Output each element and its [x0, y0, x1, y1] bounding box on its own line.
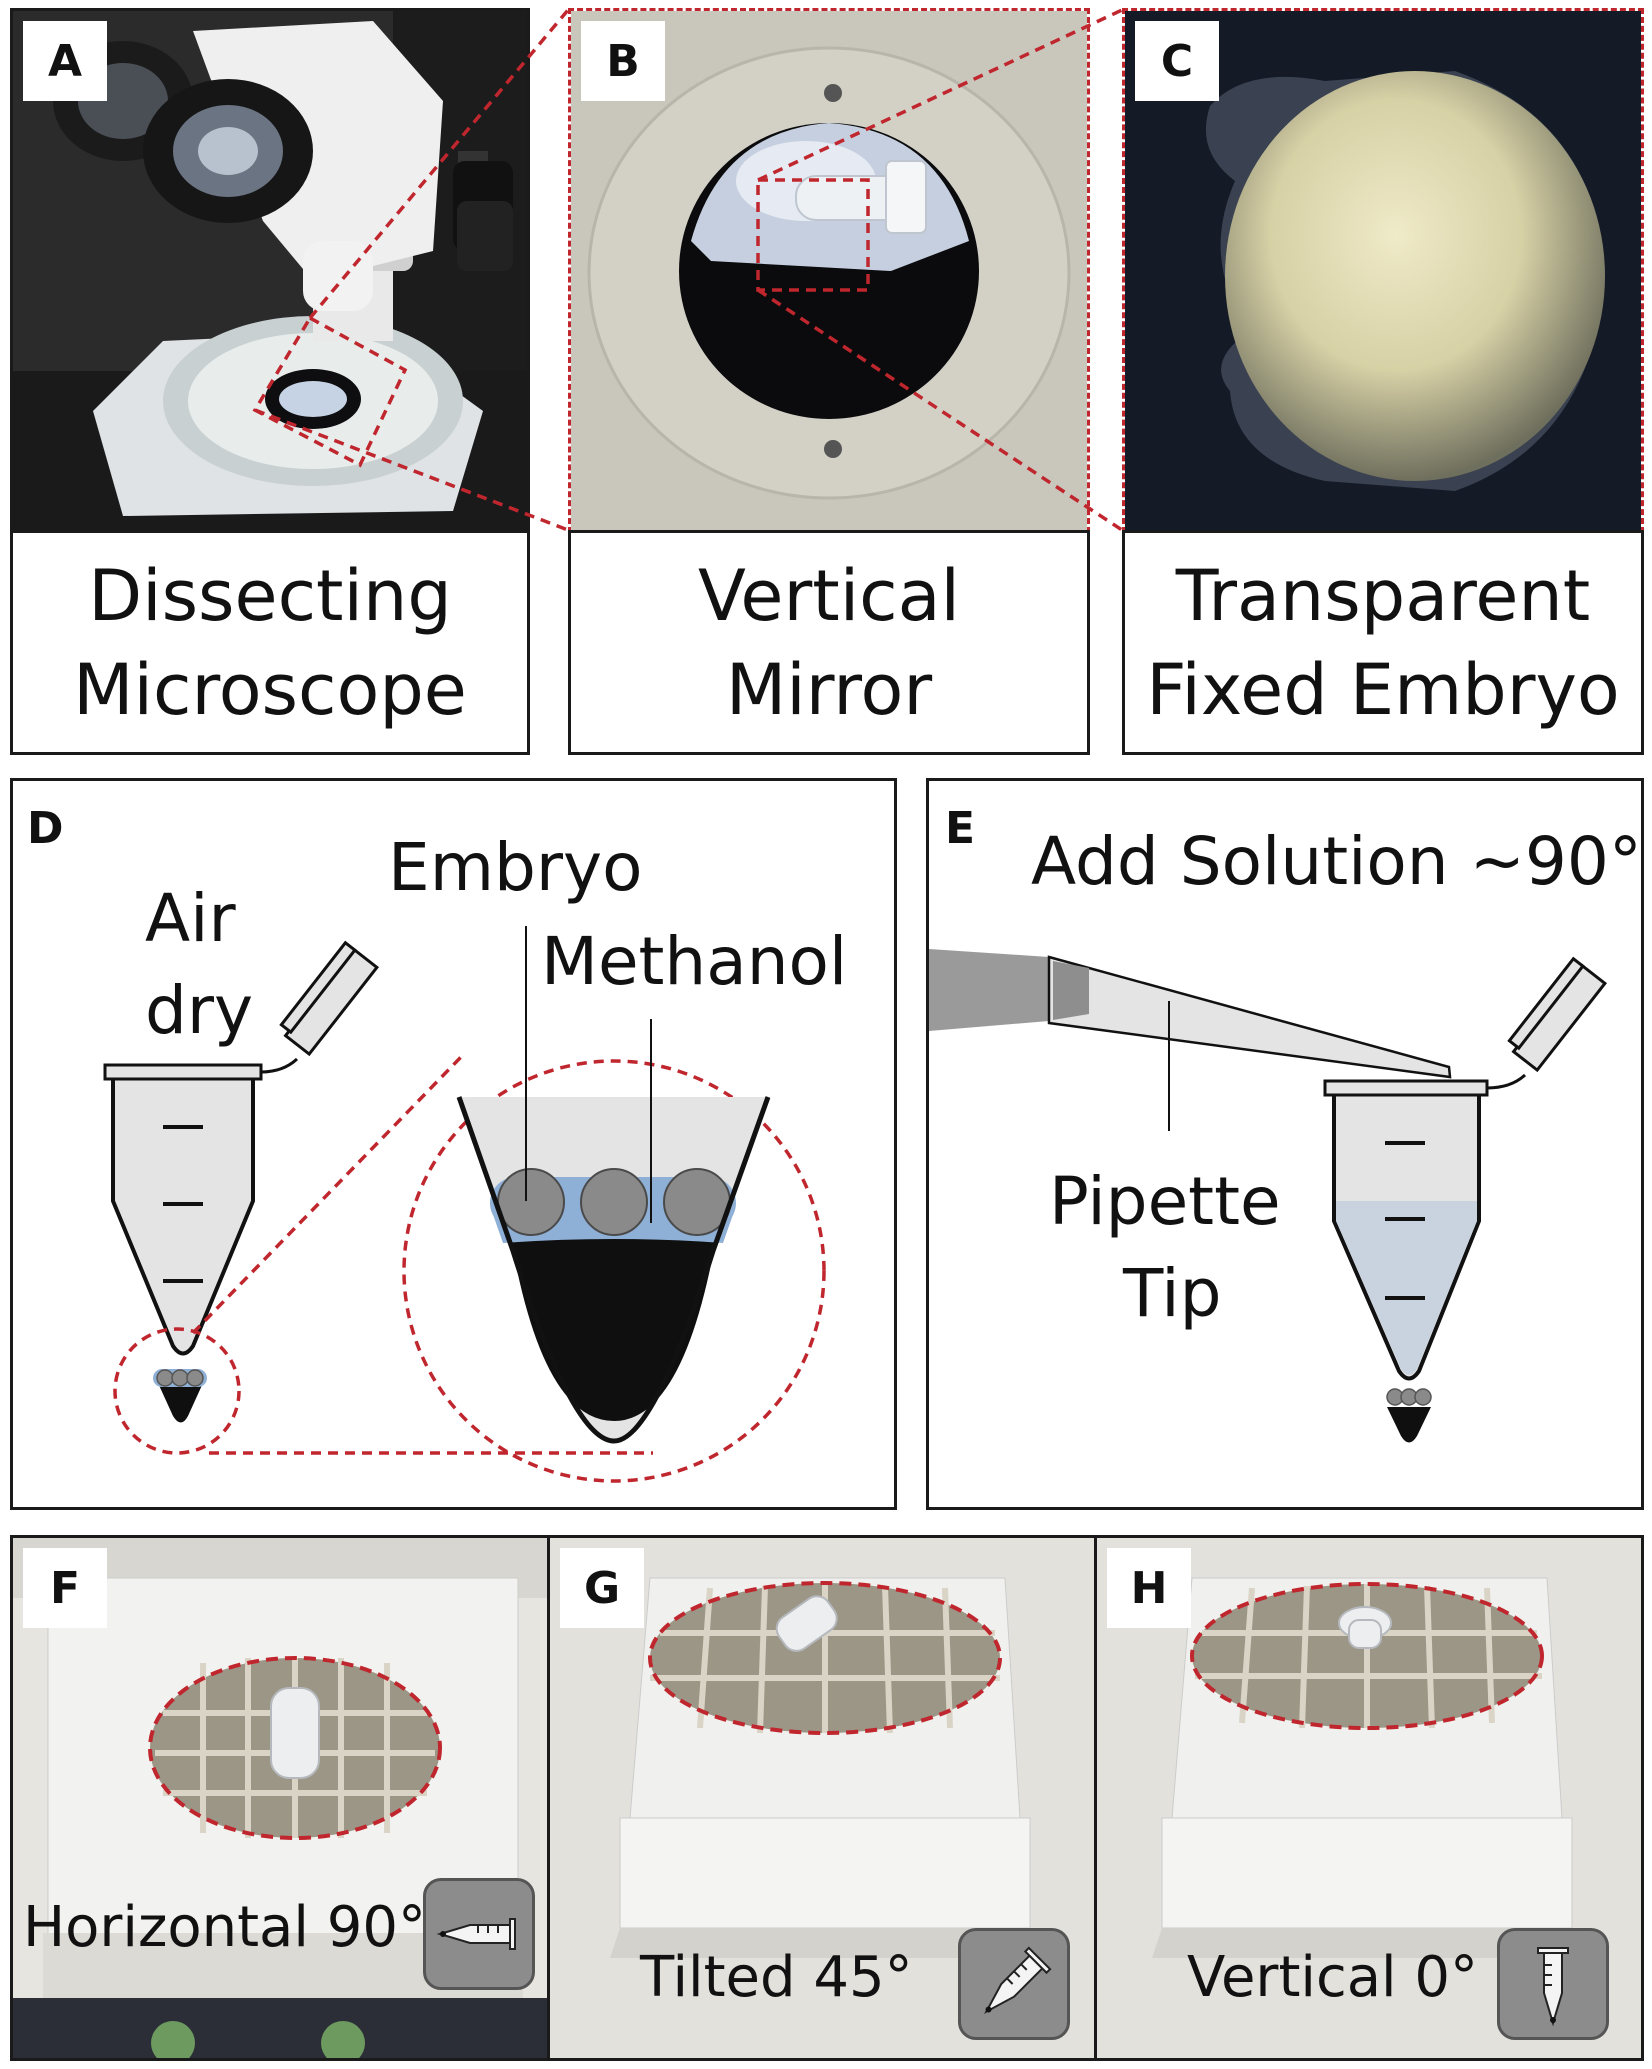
panel-a-caption: Dissecting Microscope	[10, 530, 530, 755]
panel-d: D Air dry Embryo Methanol	[10, 778, 897, 1510]
panel-c-tag: C	[1135, 21, 1219, 101]
panel-h-photo: H Vertical 0°	[1094, 1535, 1644, 2061]
tube-vertical-icon	[1497, 1928, 1609, 2040]
panel-b-photo: B	[568, 8, 1090, 533]
panel-c-caption-line1: Transparent	[1175, 554, 1591, 637]
tube-diagram	[103, 926, 826, 1483]
panel-c-caption: Transparent Fixed Embryo	[1122, 530, 1644, 755]
panel-b-caption-line2: Mirror	[725, 648, 933, 731]
panel-e-tag: E	[945, 803, 976, 854]
tube-tilted-icon	[983, 1946, 1052, 2015]
dry-label: dry	[145, 972, 254, 1049]
tilted-45-label: Tilted 45°	[640, 1945, 913, 2010]
panel-e: E Add Solution ~90° Pipette Tip	[926, 778, 1644, 1510]
panel-b-tag: B	[581, 21, 665, 101]
pipette-label: Pipette	[1049, 1163, 1281, 1240]
box-horizontal-photo	[13, 1538, 547, 2058]
add-solution-title: Add Solution ~90°	[1031, 823, 1642, 900]
pipette-diagram	[929, 949, 1608, 1443]
panel-f-tag: F	[23, 1548, 107, 1628]
panel-c-photo: C	[1122, 8, 1644, 533]
vertical-0-label: Vertical 0°	[1187, 1945, 1479, 2010]
panel-a-caption-line1: Dissecting	[88, 554, 452, 637]
panel-c-caption-line2: Fixed Embryo	[1146, 648, 1620, 731]
panel-g-tag: G	[560, 1548, 644, 1628]
tube-tilted-icon	[958, 1928, 1070, 2040]
tube-horizontal-icon	[436, 1918, 516, 1950]
tube-horizontal-icon	[423, 1878, 535, 1990]
embryo-label: Embryo	[388, 829, 643, 906]
panel-h-tag: H	[1107, 1548, 1191, 1628]
panel-a-caption-line2: Microscope	[73, 648, 467, 731]
tip-label: Tip	[1123, 1255, 1222, 1332]
air-label: Air	[145, 880, 236, 957]
horizontal-90-label: Horizontal 90°	[23, 1895, 426, 1960]
panel-b-caption-line1: Vertical	[697, 554, 961, 637]
panel-a-photo: A	[10, 8, 530, 533]
methanol-label: Methanol	[541, 923, 848, 1000]
tube-vertical-icon	[1537, 1947, 1569, 2027]
panel-f-photo: F Horizontal 90°	[10, 1535, 550, 2061]
panel-d-tag: D	[27, 803, 64, 854]
panel-g-photo: G Tilted 45°	[547, 1535, 1097, 2061]
panel-b-caption: Vertical Mirror	[568, 530, 1090, 755]
panel-a-tag: A	[23, 21, 107, 101]
